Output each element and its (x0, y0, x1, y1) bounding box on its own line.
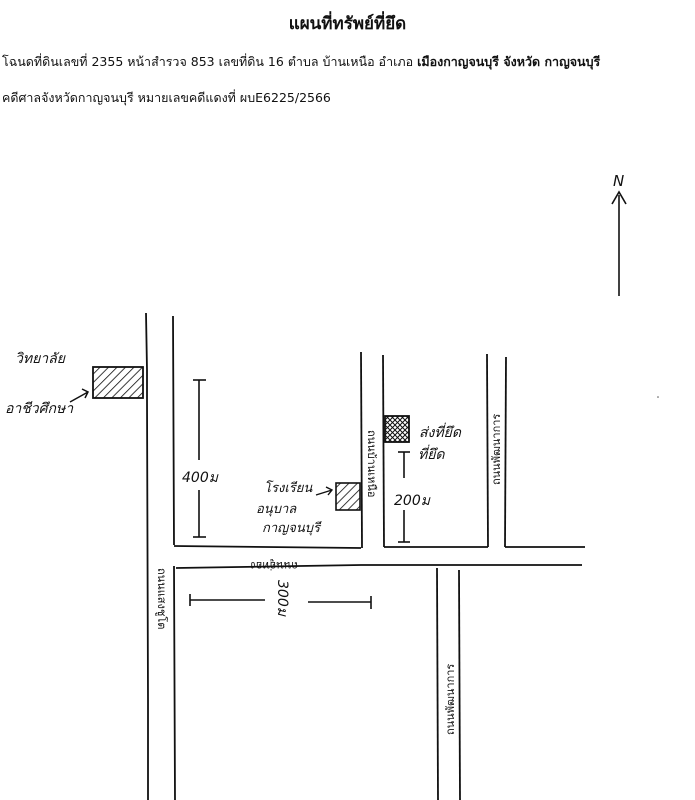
road-bottom-right (436, 567, 461, 800)
province-label: จังหวัด (498, 54, 545, 69)
deed-info-text: โฉนดที่ดินเลขที่ 2355 หน้าสำรวจ 853 เลขท… (2, 54, 418, 69)
distance-400-label: 400ม (182, 470, 219, 486)
college-arrow-icon (69, 388, 90, 403)
page-title: แผนที่ทรัพย์ที่ยึด (288, 14, 407, 34)
college-label: วิทยาลัย อาชีวศึกษา (5, 351, 90, 417)
road-horizontal (173, 545, 585, 569)
province-name: กาญจนบุรี (544, 54, 601, 69)
college-building (92, 366, 144, 399)
distance-300-marker (189, 594, 372, 609)
distance-300-label: 300ม (274, 580, 290, 617)
seized-property (384, 415, 410, 443)
seized-label-line-1: ส่งที่ยึด (419, 422, 462, 441)
college-label-line-1: วิทยาลัย (15, 351, 66, 367)
stray-mark (657, 396, 659, 398)
road-bottom-right-label: ถนนพัฒนาการ (444, 664, 457, 735)
kindergarten-label-line-2: อนุบาล (256, 502, 297, 517)
road-right-label: ถนนพัฒนาการ (490, 414, 503, 485)
kindergarten-label-line-3: กาญจนบุรี (262, 520, 322, 536)
road-main-vertical (145, 312, 176, 800)
kindergarten-arrow-icon (315, 486, 334, 496)
college-label-line-2: อาชีวศึกษา (5, 401, 74, 417)
distance-200-marker (398, 451, 410, 543)
court-case-line: คดีศาลจังหวัดกาญจนบุรี หมายเลขคดีแดงที่ … (2, 90, 331, 105)
road-right-upper (486, 353, 507, 548)
kindergarten-building (315, 482, 361, 511)
road-lane-label: ถนนบ้านเหนือ (365, 430, 378, 498)
deed-info-line: โฉนดที่ดินเลขที่ 2355 หน้าสำรวจ 853 เลขท… (2, 52, 695, 72)
distance-200-label: 200ม (394, 493, 431, 509)
road-top-left-label: ถนนอู่ทอง (250, 559, 298, 572)
north-arrow: N (611, 172, 627, 296)
north-label: N (613, 172, 624, 190)
road-main-vertical-label: ถนนแสงชูโต (155, 568, 169, 629)
seized-label-line-2: ที่ยึด (418, 444, 445, 463)
distance-400-marker (193, 379, 206, 538)
district-name: เมืองกาญจนบุรี (417, 54, 499, 69)
road-lane (360, 351, 385, 549)
kindergarten-label-line-1: โรงเรียน (264, 480, 313, 496)
